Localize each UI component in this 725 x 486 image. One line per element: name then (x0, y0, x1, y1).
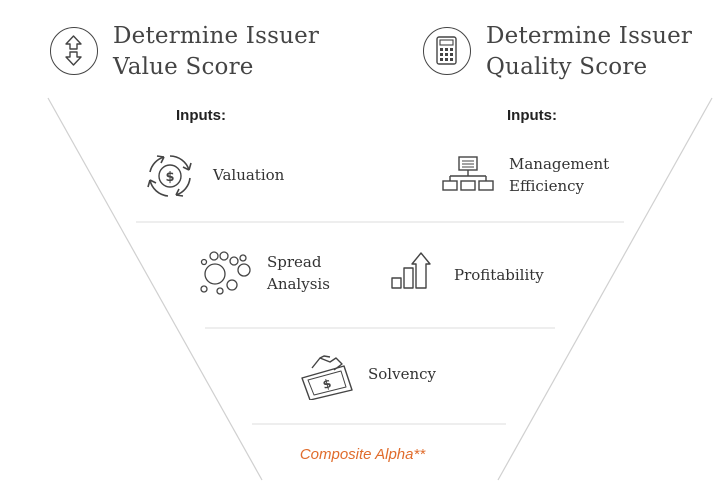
calculator-icon (423, 27, 471, 75)
profitability-label: Profitability (454, 266, 544, 284)
composite-alpha-label: Composite Alpha** (299, 446, 426, 463)
bubbles-icon (200, 251, 251, 295)
management-efficiency-label: Management Efficiency (509, 155, 610, 195)
hand-money-icon: $ (301, 355, 353, 400)
growth-bars-icon (391, 252, 431, 289)
quality-score-heading: Determine Issuer Quality Score (486, 23, 693, 80)
solvency-label: Solvency (368, 365, 436, 383)
spread-analysis-label: Spread Analysis (267, 253, 330, 293)
valuation-label: Valuation (213, 166, 285, 184)
up-down-arrows-icon (50, 27, 98, 75)
funnel-right-edge (497, 97, 713, 481)
org-chart-icon (442, 156, 494, 191)
svg-text:$: $ (165, 170, 174, 185)
value-score-heading: Determine Issuer Value Score (113, 23, 320, 80)
inputs-label-right: Inputs: (507, 107, 557, 124)
inputs-label-left: Inputs: (176, 107, 226, 124)
svg-text:$: $ (321, 376, 333, 392)
funnel-left-edge (47, 97, 263, 481)
dollar-cycle-icon: $ (147, 155, 192, 197)
